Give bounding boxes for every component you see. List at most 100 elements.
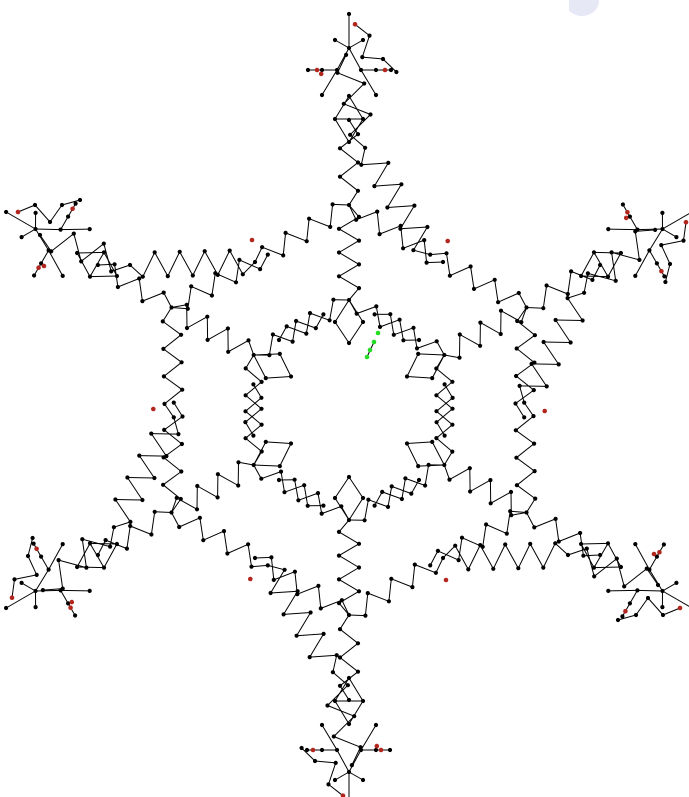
graph-node [78, 198, 82, 202]
graph-edge [392, 486, 412, 493]
graph-node [321, 504, 325, 508]
graph-node [102, 242, 106, 246]
graph-node [226, 326, 230, 330]
graph-node [316, 584, 320, 588]
graph-node [333, 496, 337, 500]
graph-node [237, 258, 241, 262]
graph-edge [355, 24, 370, 35]
marker-node [250, 238, 255, 243]
graph-edge [544, 342, 571, 343]
graph-edge [172, 305, 187, 308]
graph-edge [61, 229, 90, 230]
graph-node [125, 475, 129, 479]
graph-edge [61, 217, 69, 230]
graph-edge [339, 229, 359, 241]
graph-node [366, 591, 370, 595]
graph-edge [349, 40, 363, 48]
graph-edge [333, 204, 349, 205]
graph-node [344, 53, 348, 57]
graph-node [378, 232, 382, 236]
graph-node [347, 94, 351, 98]
graph-edge [407, 444, 418, 467]
graph-node [592, 250, 596, 254]
graph-node [340, 598, 344, 602]
graph-edge [36, 229, 49, 250]
graph-edge [280, 354, 291, 377]
graph-node [172, 401, 176, 405]
graph-node [72, 232, 76, 236]
graph-edge [98, 264, 115, 265]
graph-node [335, 748, 339, 752]
graph-node [557, 362, 561, 366]
graph-node [542, 340, 546, 344]
graph-node [241, 272, 245, 276]
graph-node [394, 70, 398, 74]
graph-node [398, 318, 402, 322]
graph-node [260, 245, 264, 249]
graph-node [610, 250, 614, 254]
graph-edge [517, 335, 535, 348]
graph-node [75, 251, 79, 255]
graph-edge [430, 253, 446, 254]
graph-node [363, 614, 367, 618]
graph-edge [335, 322, 349, 343]
graph-edge [218, 474, 238, 485]
graph-edge [424, 240, 426, 263]
graph-edge [486, 525, 507, 534]
graph-node [271, 332, 275, 336]
graph-node [252, 463, 256, 467]
graph-edge [491, 492, 511, 503]
graph-node [74, 202, 78, 206]
graph-node [524, 510, 528, 514]
graph-edge [594, 252, 621, 253]
graph-node [663, 280, 667, 284]
graph-node [205, 315, 209, 319]
graph-edge [649, 250, 657, 263]
graph-edge [163, 472, 181, 485]
graph-node [425, 261, 429, 265]
graph-node [264, 376, 268, 380]
graph-node [337, 274, 341, 278]
graph-node [293, 478, 297, 482]
graph-node [442, 353, 446, 357]
graph-edge [296, 321, 316, 328]
marker-node [151, 407, 156, 412]
graph-node [373, 312, 377, 316]
graph-edge [527, 308, 544, 309]
graph-edge [344, 84, 364, 104]
graph-edge [427, 262, 443, 263]
graph-node [517, 291, 521, 295]
graph-node [88, 541, 92, 545]
graph-edge [36, 590, 61, 591]
graph-node [662, 542, 666, 546]
graph-node [333, 117, 337, 121]
graph-node [304, 332, 308, 336]
graph-edge [28, 538, 33, 556]
graph-node [375, 210, 379, 214]
graph-node [582, 291, 586, 295]
graph-node [398, 227, 402, 231]
graph-edge [407, 377, 432, 379]
graph-node [478, 344, 482, 348]
graph-node [289, 374, 293, 378]
graph-node [347, 722, 351, 726]
graph-edge [334, 716, 354, 736]
graph-node [655, 261, 659, 265]
graph-edge [246, 438, 262, 451]
graph-node [283, 568, 287, 572]
graph-node [453, 544, 457, 548]
graph-node [259, 407, 263, 411]
graph-node [581, 554, 585, 558]
graph-node [430, 376, 434, 380]
graph-edge [516, 404, 525, 418]
graph-edge [295, 480, 299, 501]
graph-edge [630, 590, 638, 603]
graph-node [656, 583, 660, 587]
graph-edge [437, 341, 445, 355]
graph-node [179, 497, 183, 501]
graph-edge [519, 293, 527, 308]
graph-edge [530, 544, 543, 568]
graph-node [331, 202, 335, 206]
graph-node [434, 436, 438, 440]
graph-edge [374, 184, 401, 186]
